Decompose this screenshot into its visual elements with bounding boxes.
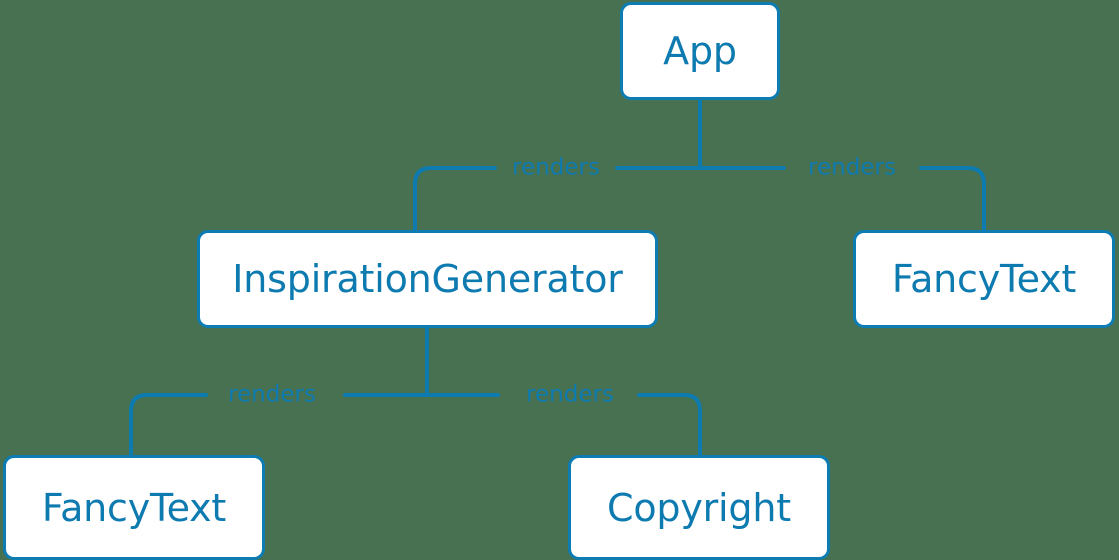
edge-app-to-fancytext-right <box>698 166 986 232</box>
node-inspiration-generator-label: InspirationGenerator <box>232 257 623 301</box>
node-fancytext-right-label: FancyText <box>891 257 1077 301</box>
node-inspiration-generator[interactable]: InspirationGenerator <box>197 230 658 328</box>
node-copyright[interactable]: Copyright <box>568 455 830 560</box>
node-fancytext-right[interactable]: FancyText <box>853 230 1115 328</box>
node-fancytext-bottom-label: FancyText <box>41 485 227 530</box>
node-app[interactable]: App <box>620 2 780 100</box>
edge-inspirationgenerator-to-copyright <box>425 393 702 457</box>
node-copyright-label: Copyright <box>607 485 791 530</box>
edge-label-inspirationgenerator-to-fancytext-bottom: renders <box>228 381 316 408</box>
edge-label-app-to-inspirationgenerator: renders <box>512 154 600 181</box>
edge-app-to-inspirationgenerator <box>413 166 702 232</box>
edge-label-inspirationgenerator-to-copyright: renders <box>526 381 614 408</box>
edge-label-app-to-fancytext-right: renders <box>808 154 896 181</box>
edge-inspirationgenerator-to-fancytext-bottom <box>129 393 429 457</box>
node-app-label: App <box>663 29 737 73</box>
node-fancytext-bottom[interactable]: FancyText <box>3 455 265 560</box>
